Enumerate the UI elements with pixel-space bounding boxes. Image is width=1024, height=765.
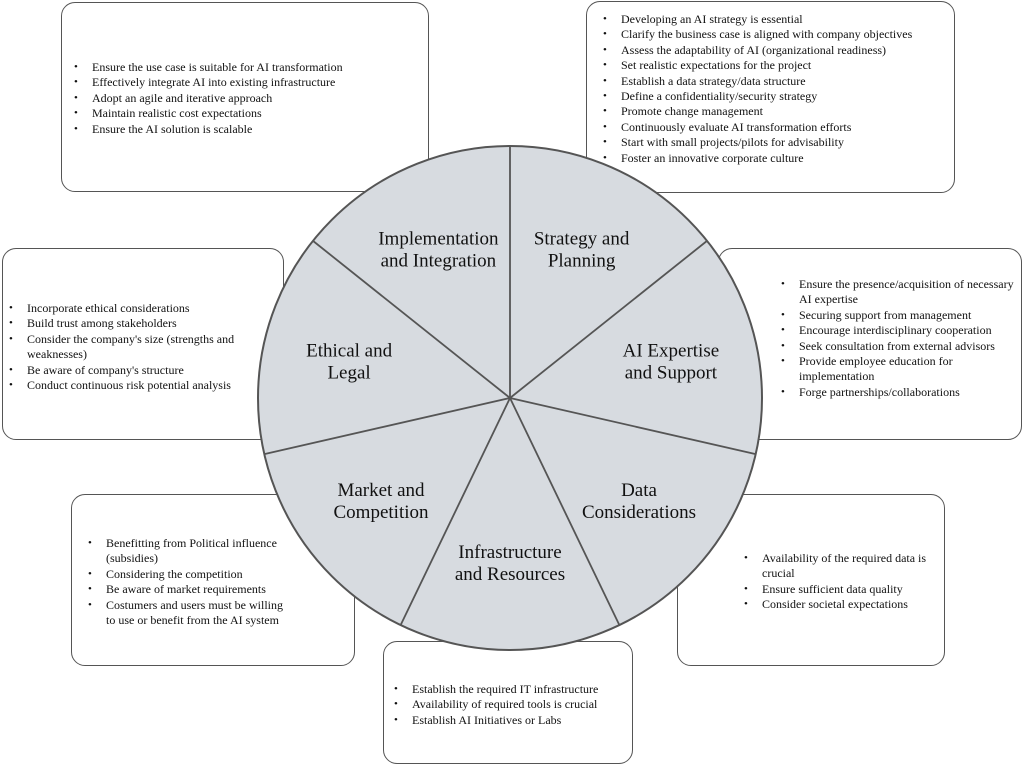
wheel-divider: [509, 397, 621, 626]
list-item: Consider the company's size (strengths a…: [5, 332, 241, 363]
wheel-divider: [509, 240, 708, 399]
list-item: Ensure the use case is suitable for AI t…: [70, 60, 418, 76]
list-item: Be aware of company's structure: [5, 363, 241, 379]
list-item: Effectively integrate AI into existing i…: [70, 75, 418, 91]
segment-label-line: Considerations: [582, 502, 696, 523]
segment-label-line: Strategy and: [534, 228, 630, 249]
list-item: Consider societal expectations: [740, 597, 936, 613]
list-item: Foster an innovative corporate culture: [599, 151, 948, 167]
implementation-box: Ensure the use case is suitable for AI t…: [61, 2, 429, 192]
expertise-list: Ensure the presence/acquisition of neces…: [777, 277, 1015, 401]
list-item: Ensure the AI solution is scalable: [70, 122, 418, 138]
list-item: Provide employee education for implement…: [777, 354, 1015, 385]
ethical-box: Incorporate ethical considerations Build…: [2, 248, 284, 440]
list-item: Adopt an agile and iterative approach: [70, 91, 418, 107]
list-item: Maintain realistic cost expectations: [70, 106, 418, 122]
list-item: Establish a data strategy/data structure: [599, 74, 948, 90]
list-item: Encourage interdisciplinary cooperation: [777, 323, 1015, 339]
wheel-divider: [264, 397, 511, 455]
wheel-segments: [257, 145, 763, 651]
infrastructure-list: Establish the required IT infrastructure…: [390, 682, 628, 729]
list-item: Start with small projects/pilots for adv…: [599, 135, 948, 151]
segment-label-line: and Resources: [455, 564, 565, 585]
segment-label-line: Market and: [337, 480, 425, 501]
strategy-box: Developing an AI strategy is essential C…: [586, 1, 955, 193]
list-item: Continuously evaluate AI transformation …: [599, 120, 948, 136]
list-item: Seek consultation from external advisors: [777, 339, 1015, 355]
wheel-divider: [399, 397, 511, 626]
list-item: Be aware of market requirements: [84, 582, 294, 598]
wheel-divider: [312, 240, 511, 399]
segment-label-line: Planning: [548, 250, 616, 271]
list-item: Benefitting from Political influence (su…: [84, 536, 294, 567]
segment-label-line: Implementation: [378, 228, 499, 249]
list-item: Forge partnerships/collaborations: [777, 385, 1015, 401]
segment-label-line: Ethical and: [306, 340, 392, 361]
ethical-list: Incorporate ethical considerations Build…: [5, 301, 241, 394]
list-item: Clarify the business case is aligned wit…: [599, 27, 948, 43]
strategy-list: Developing an AI strategy is essential C…: [599, 12, 948, 166]
list-item: Developing an AI strategy is essential: [599, 12, 948, 28]
list-item: Build trust among stakeholders: [5, 316, 241, 332]
list-item: Considering the competition: [84, 567, 294, 583]
data-list: Availability of the required data is cru…: [740, 551, 936, 613]
list-item: Ensure sufficient data quality: [740, 582, 936, 598]
segment-label-line: AI Expertise: [623, 340, 720, 361]
list-item: Availability of required tools is crucia…: [390, 697, 628, 713]
implementation-list: Ensure the use case is suitable for AI t…: [70, 60, 418, 137]
wheel-divider: [509, 397, 756, 455]
segment-label-line: Competition: [334, 502, 430, 523]
segment-label-line: and Support: [625, 362, 718, 383]
segment-label-line: Data: [621, 480, 657, 501]
list-item: Securing support from management: [777, 308, 1015, 324]
segment-label-line: Legal: [327, 362, 370, 383]
list-item: Establish AI Initiatives or Labs: [390, 713, 628, 729]
list-item: Set realistic expectations for the proje…: [599, 58, 948, 74]
list-item: Establish the required IT infrastructure: [390, 682, 628, 698]
segment-label-line: and Integration: [381, 250, 497, 271]
market-list: Benefitting from Political influence (su…: [84, 536, 294, 628]
expertise-box: Ensure the presence/acquisition of neces…: [718, 248, 1022, 440]
infrastructure-box: Establish the required IT infrastructure…: [383, 641, 633, 764]
list-item: Ensure the presence/acquisition of neces…: [777, 277, 1015, 308]
list-item: Define a confidentiality/security strate…: [599, 89, 948, 105]
segment-label-line: Infrastructure: [458, 542, 561, 563]
list-item: Incorporate ethical considerations: [5, 301, 241, 317]
list-item: Costumers and users must be willing to u…: [84, 598, 294, 629]
list-item: Availability of the required data is cru…: [740, 551, 936, 582]
list-item: Promote change management: [599, 104, 948, 120]
list-item: Conduct continuous risk potential analys…: [5, 378, 241, 394]
list-item: Assess the adaptability of AI (organizat…: [599, 43, 948, 59]
